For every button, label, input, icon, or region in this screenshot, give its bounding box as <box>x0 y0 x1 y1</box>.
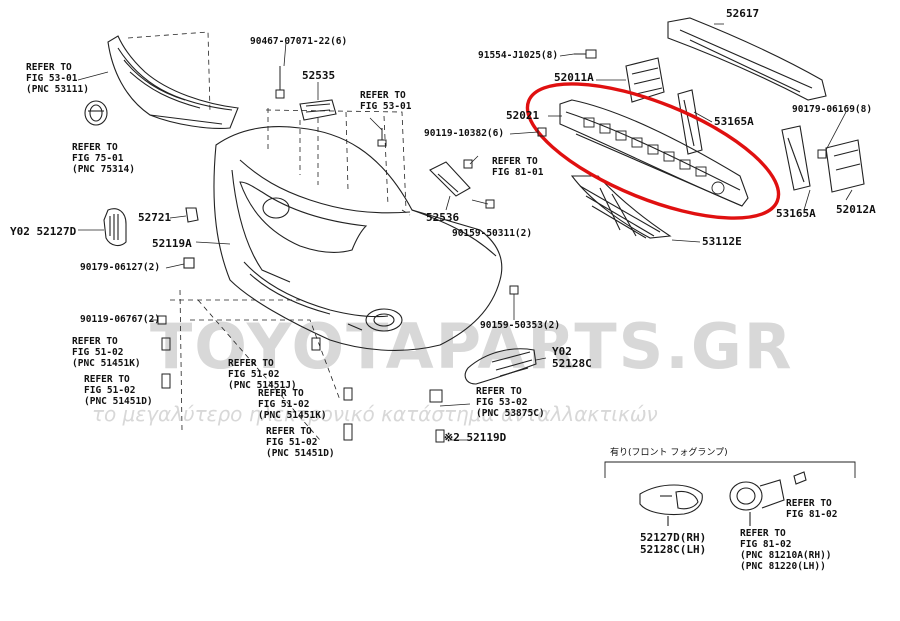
ref-fig-75-01: REFER TO FIG 75-01 (PNC 75314) <box>72 142 135 175</box>
bracket-52536 <box>429 161 471 197</box>
option-box-title: 有り(フロント フォグランプ) <box>610 448 728 458</box>
fog-cover-optional <box>639 484 703 526</box>
ref-fig-51-02-51451d-b: REFER TO FIG 51-02 (PNC 51451D) <box>266 426 335 459</box>
reinforcement-52021 <box>559 99 749 207</box>
label-52011a: 52011A <box>554 71 594 84</box>
label-90467-07071: 90467-07071-22(6) <box>250 36 348 47</box>
ref-fig-51-02-51451k-a: REFER TO FIG 51-02 (PNC 51451K) <box>72 336 141 369</box>
fog-cover-52128c <box>464 348 537 385</box>
ref-fig-51-02-51451j: REFER TO FIG 51-02 (PNC 51451J) <box>228 358 297 391</box>
label-90119-06767: 90119-06767(2) <box>80 314 161 325</box>
ref-fig-53-02: REFER TO FIG 53-02 (PNC 53875C) <box>476 386 545 419</box>
label-52128c: 52128C <box>552 357 592 370</box>
support-53165a-bottom <box>781 125 811 191</box>
label-52119a: 52119A <box>152 237 192 250</box>
leader-lines <box>77 23 853 441</box>
label-53165a-bottom: 53165A <box>776 207 816 220</box>
fasteners <box>157 49 827 443</box>
ref-fig-81-02-a: REFER TO FIG 81-02 <box>786 498 838 520</box>
label-52119d: ※2 52119D <box>444 431 507 444</box>
side-cover-52127d <box>103 208 127 247</box>
ref-fig-53-01: REFER TO FIG 53-01 <box>360 90 412 112</box>
absorber-52617 <box>667 17 827 101</box>
label-52721: 52721 <box>138 211 172 224</box>
ref-fig-51-02-51451k-b: REFER TO FIG 51-02 (PNC 51451K) <box>258 388 327 421</box>
label-53165a-top: 53165A <box>714 115 754 128</box>
bracket-52012a <box>825 139 865 193</box>
bumper-cover <box>213 126 503 351</box>
option-box <box>604 461 856 478</box>
fog-lamp-optional <box>729 471 807 526</box>
watermark-brand: TOYOTAPARTS.GR <box>150 310 794 383</box>
upper-grille <box>107 35 239 129</box>
ref-fig-81-02-b: REFER TO FIG 81-02 (PNC 81210A(RH)) (PNC… <box>740 528 832 572</box>
label-90159-50353: 90159-50353(2) <box>480 320 561 331</box>
label-y02-52128c-prefix: Y02 <box>552 345 572 358</box>
label-90179-06127: 90179-06127(2) <box>80 262 161 273</box>
clip-52535 <box>299 99 337 121</box>
label-52012a: 52012A <box>836 203 876 216</box>
label-90119-10382: 90119-10382(6) <box>424 128 505 139</box>
highlight-ring <box>525 82 781 220</box>
ref-fig-81-01: REFER TO FIG 81-01 <box>492 156 544 178</box>
ref-fig-51-02-51451d-a: REFER TO FIG 51-02 (PNC 51451D) <box>84 374 153 407</box>
emblem <box>84 100 108 126</box>
label-53112e: 53112E <box>702 235 742 248</box>
label-y02-52127d: Y02 52127D <box>10 225 77 238</box>
bracket-52011a <box>625 57 665 103</box>
label-90179-06169: 90179-06169(8) <box>792 104 873 115</box>
label-52617: 52617 <box>726 7 760 20</box>
watermark-tagline: το μεγαλύτερο ηλεκτρονικό κατάστημα αντα… <box>92 402 658 426</box>
label-52535: 52535 <box>302 69 336 82</box>
label-91554-j1025: 91554-J1025(8) <box>478 50 559 61</box>
dashed-guides <box>127 31 411 441</box>
clip-52721 <box>185 207 199 223</box>
support-53165a-top <box>677 89 703 155</box>
clip-90179 <box>183 257 195 269</box>
lower-grille-53112e <box>570 175 672 239</box>
label-52021: 52021 <box>506 109 540 122</box>
label-52536: 52536 <box>426 211 460 224</box>
label-52128c-lh: 52128C(LH) <box>640 543 707 556</box>
label-52127d-rh: 52127D(RH) <box>640 531 707 544</box>
label-90159-50311: 90159-50311(2) <box>452 228 533 239</box>
ref-fig-53-01-pnc-53111: REFER TO FIG 53-01 (PNC 53111) <box>26 62 89 95</box>
